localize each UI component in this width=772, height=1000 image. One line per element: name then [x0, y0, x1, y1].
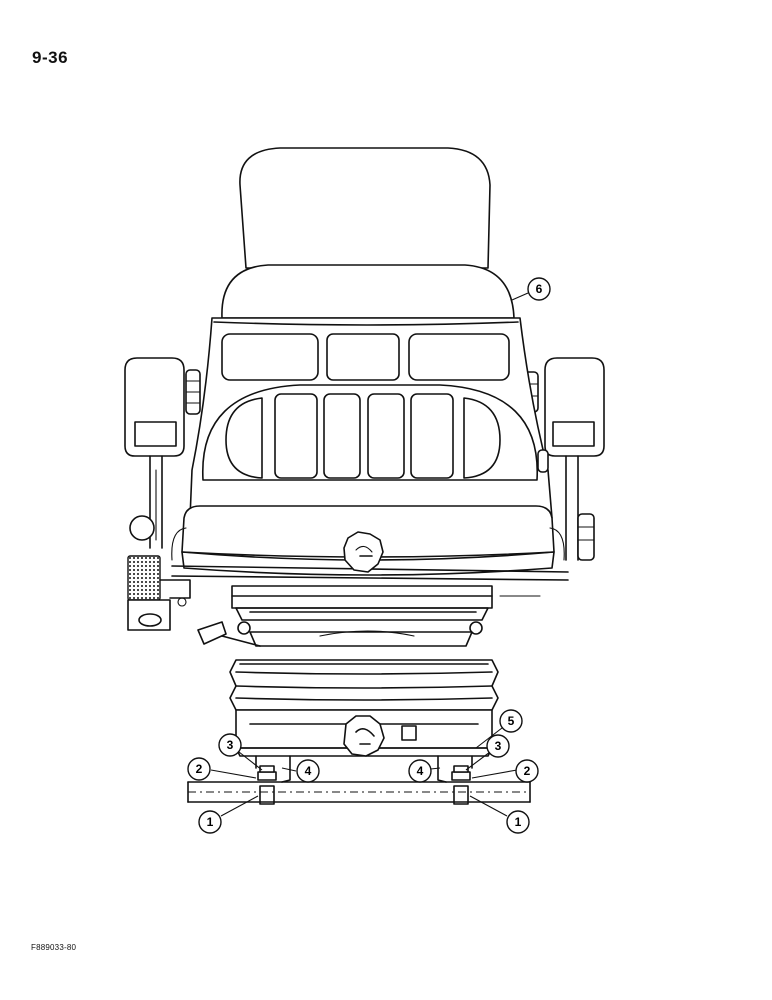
slide-rails: [231, 585, 493, 647]
callout-1-right: 1: [506, 810, 530, 834]
upper-backrest-cushion: [221, 264, 515, 319]
callout-2-left: 2: [187, 757, 211, 781]
callout-4-right: 4: [408, 759, 432, 783]
right-armrest: [544, 357, 605, 561]
left-armrest: [124, 357, 185, 549]
right-mount-bracket: [437, 755, 473, 805]
callout-2-left-label: 2: [196, 762, 203, 776]
left-mount-bracket: [255, 755, 291, 805]
callout-6-label: 6: [536, 282, 543, 296]
callout-4-left: 4: [296, 759, 320, 783]
headrest: [239, 147, 491, 269]
seat-cushion: [171, 505, 569, 597]
callout-4-left-label: 4: [305, 764, 312, 778]
callout-6: 6: [527, 277, 551, 301]
callout-2-right-label: 2: [524, 764, 531, 778]
callout-4-right-label: 4: [417, 764, 424, 778]
weight-adjust-knob: [343, 715, 385, 757]
floor-platform: [187, 781, 531, 803]
callout-2-right: 2: [515, 759, 539, 783]
suspension-bellows: [229, 659, 499, 711]
callout-1-left: 1: [198, 810, 222, 834]
callout-5-label: 5: [508, 714, 515, 728]
left-backrest-knob: [185, 369, 201, 415]
page-number: 9-36: [32, 48, 69, 67]
backrest-angle-knob: [343, 531, 384, 573]
callout-3-left: 3: [218, 733, 242, 757]
leader-lines: [210, 292, 529, 817]
left-slide-handle: [127, 515, 191, 631]
callout-1-right-label: 1: [515, 815, 522, 829]
figure-code: F889033-80: [31, 943, 77, 952]
backrest: [189, 317, 553, 519]
callout-3-left-label: 3: [227, 738, 234, 752]
right-seat-knob: [577, 513, 595, 561]
callout-5: 5: [499, 709, 523, 733]
callout-3-right: 3: [486, 734, 510, 758]
suspension-lever: [197, 621, 261, 647]
callout-1-left-label: 1: [207, 815, 214, 829]
callout-3-right-label: 3: [495, 739, 502, 753]
